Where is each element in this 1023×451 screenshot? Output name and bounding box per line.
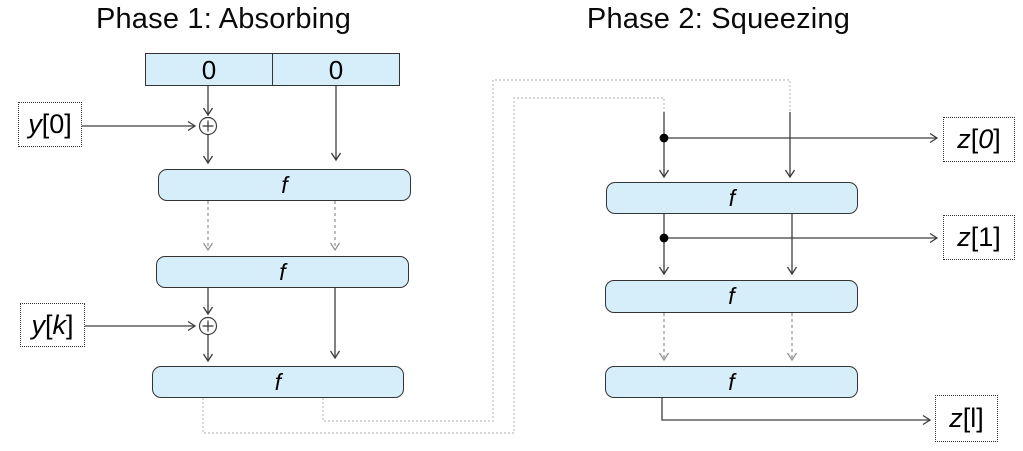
feedback-wire-capacity (322, 79, 791, 422)
squeeze-f-round-2: f (605, 280, 858, 313)
z0-var: z (957, 124, 971, 154)
phase2-title: Phase 2: Squeezing (586, 3, 851, 35)
yk-index: k (52, 309, 67, 340)
xor2-icon (198, 316, 218, 336)
y0-index: [0] (41, 109, 72, 139)
y0-var: y (28, 109, 42, 139)
yk-var: y (31, 309, 45, 340)
output-label-z1: z[1] (943, 215, 1015, 260)
zl-var: z (949, 403, 963, 433)
z0-index: 0 (978, 124, 994, 154)
squeeze-f-round-3: f (605, 366, 858, 398)
tap-dot-z1 (659, 233, 669, 243)
absorb-f-round-1: f (158, 169, 411, 201)
absorb-f-round-2: f (156, 256, 409, 288)
state-cell-capacity: 0 (272, 54, 399, 85)
tap-dot-z0 (659, 133, 669, 143)
xor1-icon (198, 116, 218, 136)
output-label-zl: z[l] (935, 395, 998, 442)
squeeze-f-round-1: f (606, 182, 858, 214)
state-cell-rate: 0 (201, 54, 217, 85)
phase1-title: Phase 1: Absorbing (95, 3, 352, 35)
feedback-wire-rate (202, 97, 665, 434)
input-label-yk: y[k] (20, 303, 85, 347)
z1-var: z (957, 222, 971, 252)
arrow-to-zl (661, 398, 932, 426)
initial-state-register: 0 0 (145, 53, 400, 86)
z1-index: [1] (970, 222, 1001, 252)
output-label-z0: z[0] (943, 117, 1015, 162)
zl-index: [l] (962, 403, 984, 433)
absorb-f-round-3: f (152, 366, 404, 398)
input-label-y0: y[0] (18, 102, 82, 147)
